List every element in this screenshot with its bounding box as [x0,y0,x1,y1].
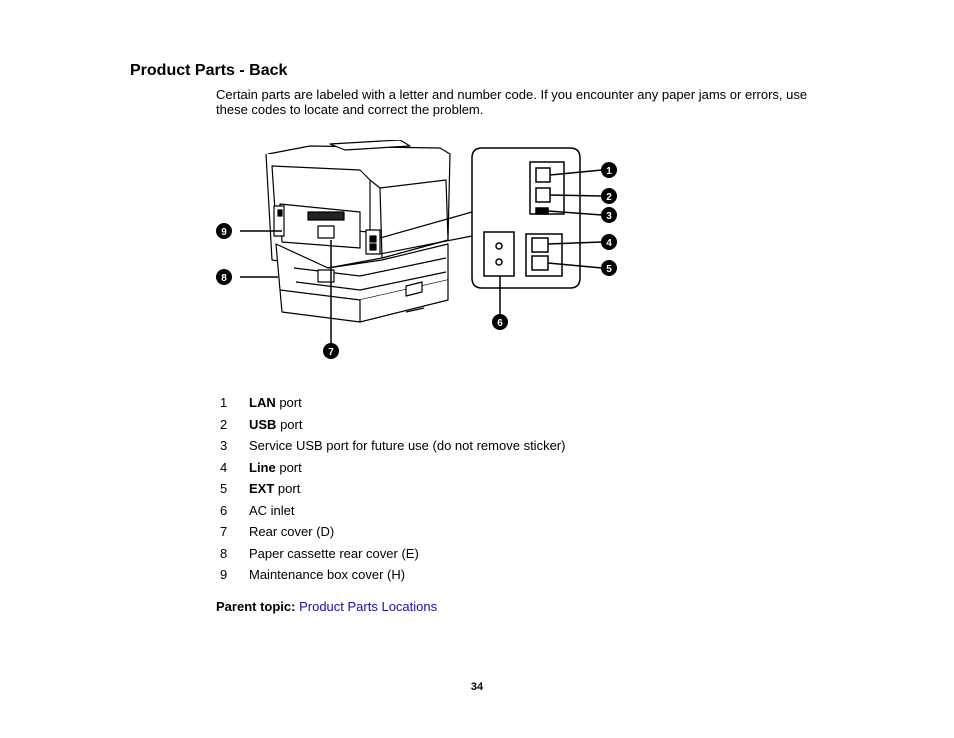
callout-1: 1 [606,166,612,177]
callout-8: 8 [221,273,227,284]
callout-2: 2 [606,192,612,203]
parent-topic-link[interactable]: Product Parts Locations [299,599,438,614]
callout-7: 7 [328,347,334,358]
parent-topic-label: Parent topic: [216,599,296,614]
callout-5: 5 [606,264,612,275]
callout-6: 6 [497,318,503,329]
page-number: 34 [470,681,484,693]
intro-paragraph: Certain parts are labeled with a letter … [216,87,808,117]
callout-badges: 1 2 3 4 5 6 7 8 9 [216,162,617,359]
callout-3: 3 [606,211,612,222]
callout-9: 9 [221,227,227,238]
parent-topic: Parent topic: Product Parts Locations [216,599,437,614]
printer-back-illustration: 1 2 3 4 5 6 7 8 9 [216,140,617,359]
callout-4: 4 [606,238,612,249]
page-title: Product Parts - Back [130,62,288,79]
